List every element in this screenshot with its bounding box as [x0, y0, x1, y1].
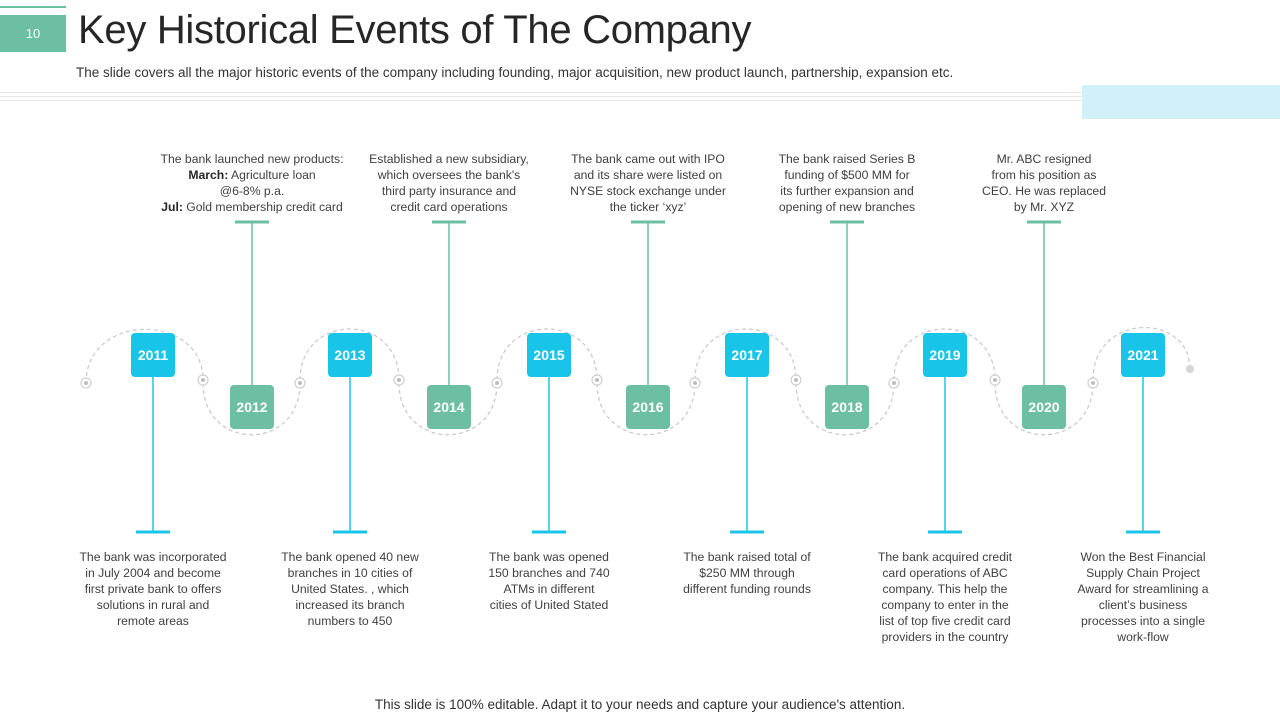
event-2015: The bank was opened 150 branches and 740… — [488, 550, 610, 612]
connector-arc-5 — [496, 328, 598, 381]
header-divider — [0, 92, 1082, 106]
event-2014: Established a new subsidiary, which over… — [369, 152, 529, 214]
year-box-2018: 2018 — [825, 385, 869, 429]
connector-node-dot-1 — [84, 381, 88, 385]
connector-node-dot-8 — [794, 378, 798, 382]
event-2018: The bank raised Series B funding of $500… — [778, 152, 916, 214]
timeline-end-dot — [1186, 365, 1194, 373]
connector-arc-9 — [893, 328, 996, 381]
page-subtitle: The slide covers all the major historic … — [76, 65, 954, 80]
connector-node-dot-10 — [993, 378, 997, 382]
connector-arc-11 — [1092, 326, 1191, 381]
connector-arc-4 — [398, 382, 498, 436]
year-box-2021: 2021 — [1121, 333, 1165, 377]
page-title: Key Historical Events of The Company — [78, 8, 752, 52]
connector-arc-2 — [202, 382, 301, 436]
event-2011: The bank was incorporated in July 2004 a… — [79, 550, 227, 628]
year-box-2019: 2019 — [923, 333, 967, 377]
footer-note: This slide is 100% editable. Adapt it to… — [374, 697, 906, 712]
connector-node-dot-6 — [595, 378, 599, 382]
year-box-2011: 2011 — [131, 333, 175, 377]
event-2021: Won the Best Financial Supply Chain Proj… — [1077, 550, 1209, 644]
connector-arc-10 — [994, 382, 1094, 436]
connector-node-dot-7 — [693, 381, 697, 385]
connector-node-dot-11 — [1091, 381, 1095, 385]
year-box-2014: 2014 — [427, 385, 471, 429]
year-box-2020: 2020 — [1022, 385, 1066, 429]
connector-arc-7 — [694, 328, 797, 381]
event-2020: Mr. ABC resigned from his position as CE… — [982, 152, 1106, 214]
year-box-2016: 2016 — [626, 385, 670, 429]
event-2017: The bank raised total of $250 MM through… — [683, 550, 811, 596]
year-box-2015: 2015 — [527, 333, 571, 377]
connector-node-dot-5 — [495, 381, 499, 385]
connector-arc-8 — [795, 382, 895, 436]
year-box-2012: 2012 — [230, 385, 274, 429]
connector-arc-3 — [299, 328, 400, 381]
event-2012: The bank launched new products: March: A… — [160, 152, 344, 214]
slide-number: 10 — [0, 15, 66, 52]
connector-node-dot-9 — [892, 381, 896, 385]
year-box-2017: 2017 — [725, 333, 769, 377]
event-2013: The bank opened 40 new branches in 10 ci… — [281, 550, 419, 628]
connector-node-dot-2 — [201, 378, 205, 382]
slide-number-rule — [0, 6, 66, 8]
event-2019: The bank acquired credit card operations… — [877, 550, 1013, 644]
event-2016: The bank came out with IPO and its share… — [570, 152, 726, 214]
connector-arc-1 — [85, 328, 204, 384]
connector-node-dot-3 — [298, 381, 302, 385]
accent-box — [1082, 85, 1280, 119]
connector-node-dot-4 — [397, 378, 401, 382]
year-box-2013: 2013 — [328, 333, 372, 377]
connector-arc-6 — [596, 382, 696, 436]
